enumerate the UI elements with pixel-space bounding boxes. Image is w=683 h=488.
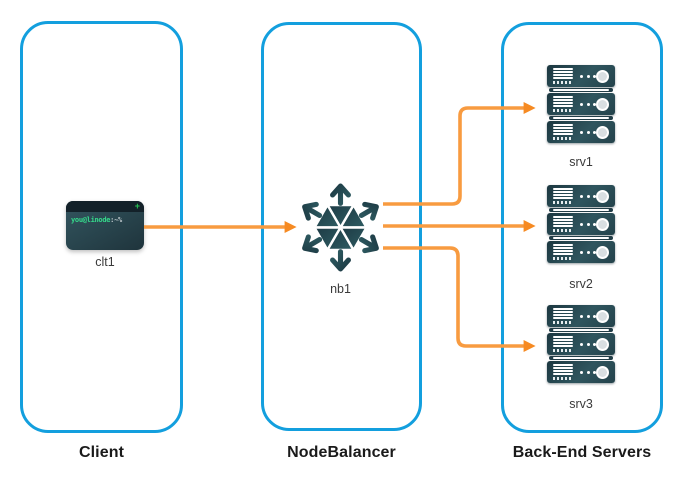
server-stack-icon bbox=[547, 185, 615, 263]
server-unit bbox=[547, 333, 615, 355]
server-rail bbox=[549, 116, 613, 120]
terminal-prompt-suffix: :~% bbox=[110, 216, 122, 224]
server-unit bbox=[547, 241, 615, 263]
server-stack-icon bbox=[547, 305, 615, 383]
server-rail bbox=[549, 88, 613, 92]
server-unit bbox=[547, 361, 615, 383]
server-rail bbox=[549, 236, 613, 240]
panel-title-nodebalancer: NodeBalancer bbox=[287, 444, 396, 461]
server-unit bbox=[547, 121, 615, 143]
node-label-srv1: srv1 bbox=[569, 155, 593, 169]
server-unit bbox=[547, 93, 615, 115]
server-stack-icon bbox=[547, 65, 615, 143]
plus-icon: + bbox=[134, 201, 140, 211]
node-label-srv3: srv3 bbox=[569, 397, 593, 411]
panel-title-client: Client bbox=[78, 444, 125, 461]
server-unit bbox=[547, 213, 615, 235]
node-label-srv2: srv2 bbox=[569, 277, 593, 291]
terminal-titlebar: + bbox=[66, 201, 144, 212]
terminal-prompt: you@linode:~% bbox=[66, 212, 144, 224]
node-label-nb1: nb1 bbox=[330, 282, 351, 296]
nodebalancer-icon bbox=[302, 183, 379, 272]
server-unit bbox=[547, 65, 615, 87]
server-unit bbox=[547, 185, 615, 207]
server-rail bbox=[549, 356, 613, 360]
terminal-icon: + you@linode:~% bbox=[66, 201, 144, 250]
terminal-prompt-user: you@linode bbox=[71, 216, 111, 224]
server-rail bbox=[549, 208, 613, 212]
server-rail bbox=[549, 328, 613, 332]
node-label-clt1: clt1 bbox=[95, 255, 115, 269]
server-unit bbox=[547, 305, 615, 327]
panel-title-backend-servers: Back-End Servers bbox=[512, 444, 652, 461]
